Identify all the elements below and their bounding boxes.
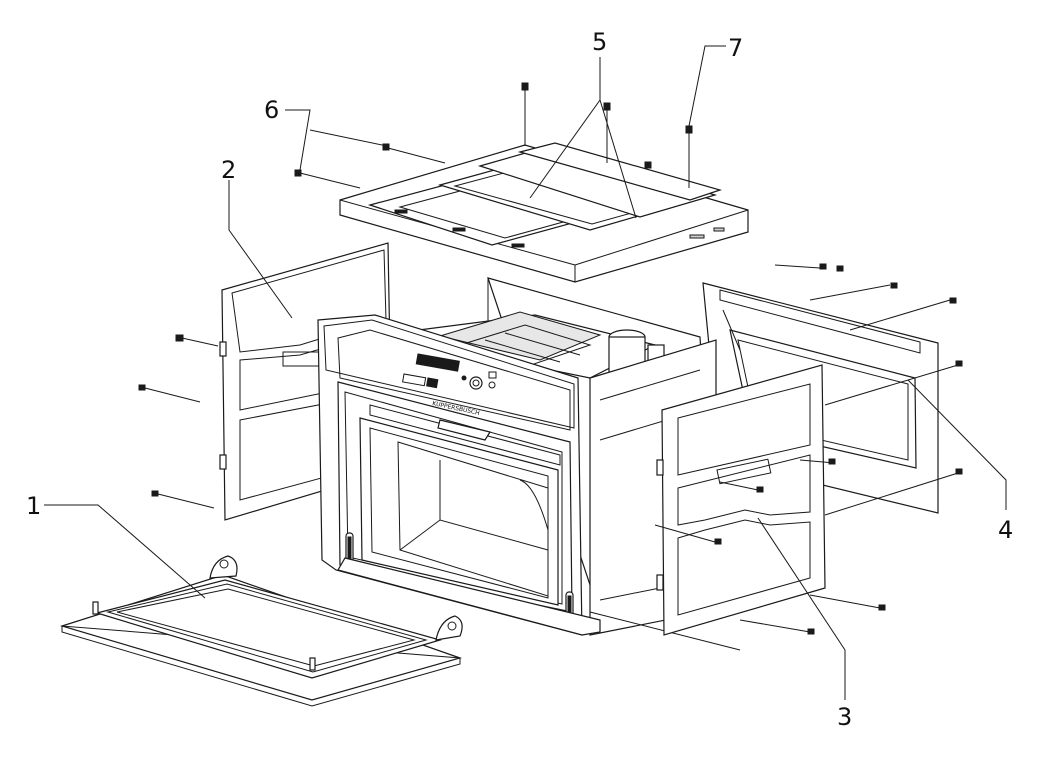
door-glass-panel [59, 555, 463, 707]
left-screws [138, 334, 219, 509]
front-frame: KUPPERSBUSCH [317, 314, 741, 651]
callout-2: 2 [221, 156, 236, 184]
callout-3: 3 [837, 703, 852, 731]
callout-6: 6 [264, 96, 279, 124]
callout-labels: 1 2 3 4 5 6 7 [26, 28, 1013, 731]
right-rear-screws [774, 263, 963, 516]
right-front-side-panel [656, 364, 826, 636]
top-cover-panel [339, 142, 749, 283]
right-front-screws [654, 458, 886, 635]
leader-lines [44, 45, 1007, 700]
top-screws [294, 82, 693, 189]
callout-5: 5 [592, 28, 607, 56]
callout-1: 1 [26, 492, 41, 520]
callout-4: 4 [998, 516, 1013, 544]
callout-7: 7 [728, 34, 743, 62]
